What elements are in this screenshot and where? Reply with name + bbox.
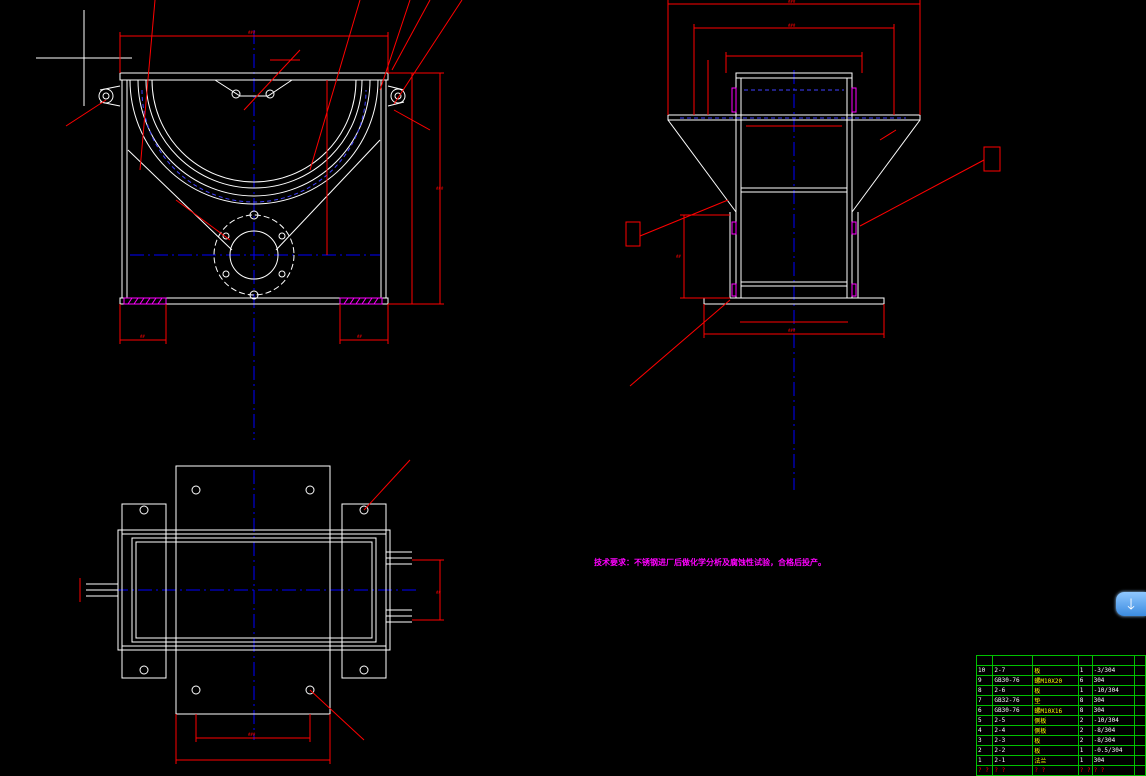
svg-text:###: ### [788,328,796,333]
bom-cell-material: 304 [1091,755,1135,766]
bom-cell-material: -0.5/304 [1091,745,1135,756]
bom-cell-material: -10/304 [1091,715,1135,726]
bom-cell-code: 2-7 [992,665,1034,676]
bom-cell-code: 2-6 [992,685,1034,696]
bom-cell-blank [1133,705,1146,716]
bom-cell-blank [1133,695,1146,706]
bom-cell-material: 304 [1091,695,1135,706]
svg-text:###: ### [788,23,796,28]
side-view: ### ### ### ## [625,0,1001,490]
bom-cell-qty: 1 [1077,745,1093,756]
bom-cell-qty: 1 [1077,685,1093,696]
svg-text:###: ### [248,732,256,737]
bom-footer-cell: ? ? [975,765,994,776]
svg-text:##: ## [140,334,145,339]
bom-footer-row: ? ?? ?? ?? ?? ? [975,765,1146,776]
bom-cell-name: 板 [1032,745,1079,756]
bom-cell-no: 9 [975,675,994,686]
bom-cell-qty: 2 [1077,725,1093,736]
technical-requirements-note: 技术要求：不锈钢进厂后做化学分析及腐蚀性试验，合格后投产。 [594,558,826,567]
bom-cell-qty: 2 [1077,715,1093,726]
bom-cell-blank [1133,745,1146,756]
bom-cell-blank [1133,685,1146,696]
bom-cell-qty: 1 [1077,755,1093,766]
bom-cell-material: 304 [1091,675,1135,686]
bom-cell-material: 304 [1091,705,1135,716]
bom-cell-code: 2-4 [992,725,1034,736]
bom-cell-name: 垫 [1032,695,1079,706]
bom-cell-qty: 8 [1077,705,1093,716]
bom-cell-qty: 6 [1077,675,1093,686]
bom-cell-no: 2 [975,745,994,756]
bom-cell-blank [1133,755,1146,766]
crosshair-cursor [36,10,132,106]
bom-footer-cell: ? ? [1032,765,1079,776]
front-view: ### ### ## ## [65,0,463,440]
bom-footer-cell: ? ? [1091,765,1135,776]
svg-text:###: ### [248,30,256,35]
bom-cell-name: 侧板 [1032,715,1079,726]
bom-cell-name: 侧板 [1032,725,1079,736]
bom-cell-qty: 1 [1077,665,1093,676]
svg-text:##: ## [676,254,681,259]
bom-cell-qty: 8 [1077,695,1093,706]
bom-cell-code: GB30-76 [992,705,1034,716]
bom-cell-name: 板 [1032,665,1079,676]
bom-cell-no: 3 [975,735,994,746]
bom-cell-no: 6 [975,705,994,716]
bom-cell-blank [1133,725,1146,736]
svg-text:##: ## [357,334,362,339]
bom-cell-name: 法兰 [1032,755,1079,766]
bom-header-row [975,655,1146,666]
bom-cell-code: GB32-76 [992,695,1034,706]
bom-cell-material: -8/304 [1091,735,1135,746]
bom-cell-blank [1133,715,1146,726]
bom-footer-cell: ? ? [992,765,1034,776]
bom-cell-code: 2-2 [992,745,1034,756]
bom-cell-blank [1133,675,1146,686]
scroll-down-button[interactable]: 🡓 [1116,592,1146,616]
bom-cell-code: GB30-76 [992,675,1034,686]
bom-cell-material: -8/304 [1091,725,1135,736]
bom-cell-material: -3/304 [1091,665,1135,676]
bom-cell-no: 10 [975,665,994,676]
bom-cell-no: 1 [975,755,994,766]
svg-text:###: ### [436,186,444,191]
svg-text:##: ## [436,590,441,595]
bom-cell-name: 板 [1032,735,1079,746]
bom-cell-code: 2-5 [992,715,1034,726]
arrow-down-icon: 🡓 [1127,594,1135,613]
bom-cell-no: 4 [975,725,994,736]
bom-cell-code: 2-3 [992,735,1034,746]
bom-cell-qty: 2 [1077,735,1093,746]
bom-cell-name: 板 [1032,685,1079,696]
svg-text:###: ### [788,0,796,4]
top-view: ### ## [79,459,444,764]
bom-cell-name: 螺M10X20 [1032,675,1079,686]
bom-cell-no: 7 [975,695,994,706]
bom-cell-material: -10/304 [1091,685,1135,696]
bom-cell-blank [1133,665,1146,676]
bom-cell-no: 8 [975,685,994,696]
bom-cell-no: 5 [975,715,994,726]
bom-cell-name: 螺M10X16 [1032,705,1079,716]
bom-cell-blank [1133,735,1146,746]
bom-cell-code: 2-1 [992,755,1034,766]
bom-footer-cell: ? ? [1077,765,1093,776]
